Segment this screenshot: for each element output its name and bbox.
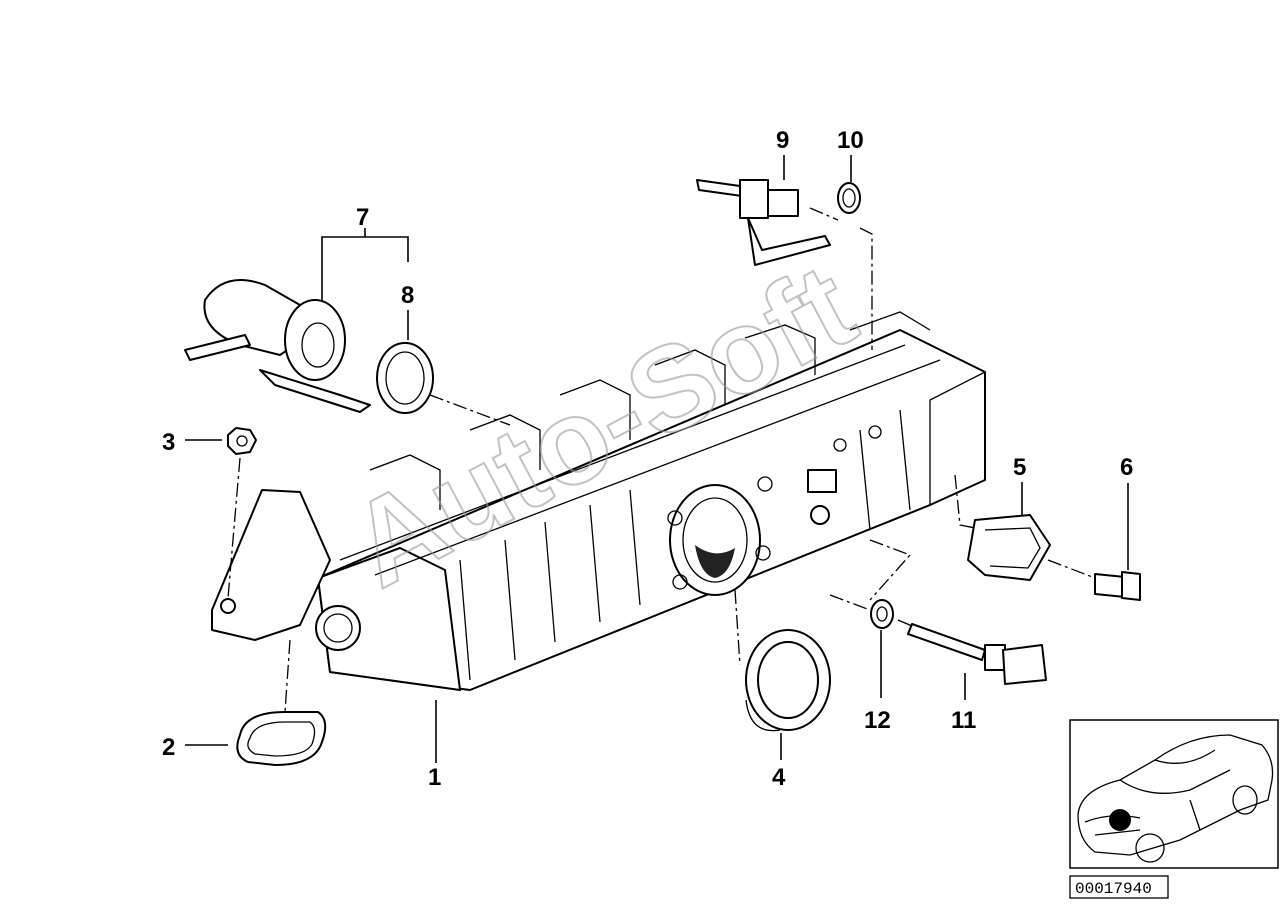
o-ring-part-8 [376, 342, 434, 414]
ring-part-4 [745, 629, 831, 732]
seal-ring-part-10 [837, 182, 861, 214]
callout-labels: 1 2 3 4 5 6 7 8 9 10 11 12 [162, 127, 1133, 791]
nut-part-3 [227, 427, 257, 455]
diagram-code: 00017940 [1069, 875, 1169, 899]
valve-part-7 [184, 279, 371, 413]
callout-10: 10 [837, 127, 864, 154]
callout-7: 7 [356, 204, 369, 231]
leader-lines [185, 155, 1129, 763]
callout-1: 1 [428, 764, 441, 791]
callout-5: 5 [1013, 454, 1026, 481]
callout-12: 12 [864, 707, 891, 734]
washer-part-12 [870, 599, 894, 629]
callout-3: 3 [162, 429, 175, 456]
callout-8: 8 [401, 282, 414, 309]
callout-2: 2 [162, 734, 175, 761]
location-marker [1109, 809, 1131, 831]
callout-4: 4 [772, 764, 786, 791]
bracket-part-5 [967, 514, 1051, 581]
callout-11: 11 [951, 707, 976, 734]
sensor-part-11 [907, 623, 1047, 685]
callout-6: 6 [1120, 454, 1133, 481]
gasket-part-2 [236, 711, 327, 766]
callout-9: 9 [776, 127, 789, 154]
dash-lines [227, 207, 1096, 713]
diagram-code-text: 00017940 [1075, 880, 1152, 898]
car-location-inset [1069, 719, 1279, 869]
sensor-part-9 [696, 179, 831, 266]
bolt-part-6 [1094, 571, 1141, 601]
intake-manifold [211, 311, 986, 691]
